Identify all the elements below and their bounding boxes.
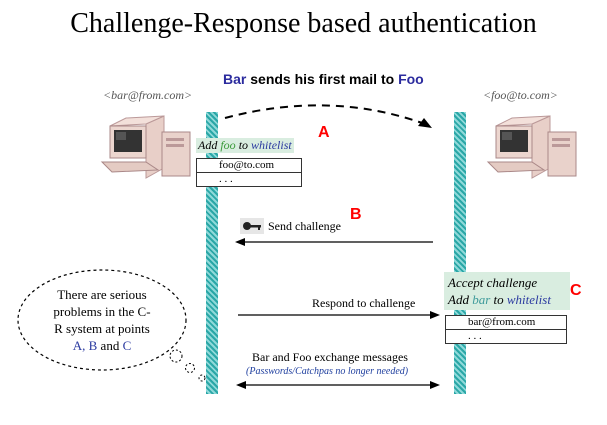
right-action-bar: bar bbox=[472, 292, 491, 307]
right-whitelist-entry: bar@from.com bbox=[446, 316, 566, 330]
send-challenge-label: Send challenge bbox=[268, 219, 341, 233]
right-action-label: Accept challenge Add bar to whitelist bbox=[444, 272, 570, 310]
subtitle-mid: sends his first mail to bbox=[246, 71, 399, 87]
left-whitelist-box: foo@to.com . . . bbox=[196, 158, 302, 187]
right-computer-icon bbox=[486, 115, 577, 179]
send-challenge-arrow bbox=[235, 238, 433, 246]
callout-bubble bbox=[17, 269, 206, 382]
callout-c: C bbox=[122, 338, 132, 353]
callout-and: and bbox=[97, 338, 123, 353]
right-action-w1: Add bbox=[448, 292, 473, 307]
respond-label: Respond to challenge bbox=[312, 296, 416, 310]
left-action-label: Add foo to whitelist bbox=[196, 138, 294, 153]
marker-b: B bbox=[350, 206, 362, 223]
left-action-w3: to bbox=[235, 138, 252, 152]
page-title: Challenge-Response based authentication bbox=[70, 8, 537, 39]
right-whitelist-more: . . . bbox=[468, 330, 482, 342]
callout-text: There are serious problems in the C- R s… bbox=[24, 286, 180, 354]
respond-arrow bbox=[238, 311, 440, 319]
diagram-subtitle: Bar sends his first mail to Foo bbox=[223, 71, 424, 87]
marker-c: C bbox=[570, 282, 582, 299]
callout-comma: , bbox=[82, 338, 89, 353]
exchange-note: (Passwords/Catchpas no longer needed) bbox=[246, 366, 409, 377]
right-whitelist-box: bar@from.com . . . bbox=[445, 315, 567, 344]
key-icon bbox=[240, 218, 264, 234]
right-action-whitelist: whitelist bbox=[506, 292, 551, 307]
exchange-arrow bbox=[236, 381, 440, 389]
subtitle-foo: Foo bbox=[398, 71, 424, 87]
right-action-accept: Accept challenge bbox=[448, 275, 538, 290]
left-action-whitelist: whitelist bbox=[251, 138, 292, 152]
callout-b: B bbox=[88, 338, 98, 353]
callout-line2: problems in the C- bbox=[53, 304, 151, 319]
right-email-label: <foo@to.com> bbox=[483, 88, 558, 102]
exchange-label: Bar and Foo exchange messages bbox=[252, 350, 408, 364]
right-timeline bbox=[454, 112, 466, 394]
left-action-w1: Add bbox=[198, 138, 221, 152]
left-computer-icon bbox=[100, 115, 191, 179]
callout-a: A bbox=[72, 338, 83, 353]
left-email-label: <bar@from.com> bbox=[103, 88, 193, 102]
callout-line1: There are serious bbox=[57, 287, 147, 302]
subtitle-bar: Bar bbox=[223, 71, 247, 87]
left-whitelist-more: . . . bbox=[219, 173, 233, 185]
right-action-w3: to bbox=[490, 292, 507, 307]
left-whitelist-entry: foo@to.com bbox=[197, 159, 301, 173]
marker-a: A bbox=[318, 124, 330, 141]
first-mail-arrow bbox=[224, 104, 432, 128]
left-action-foo: foo bbox=[220, 138, 236, 152]
callout-line3: R system at points bbox=[54, 321, 150, 336]
